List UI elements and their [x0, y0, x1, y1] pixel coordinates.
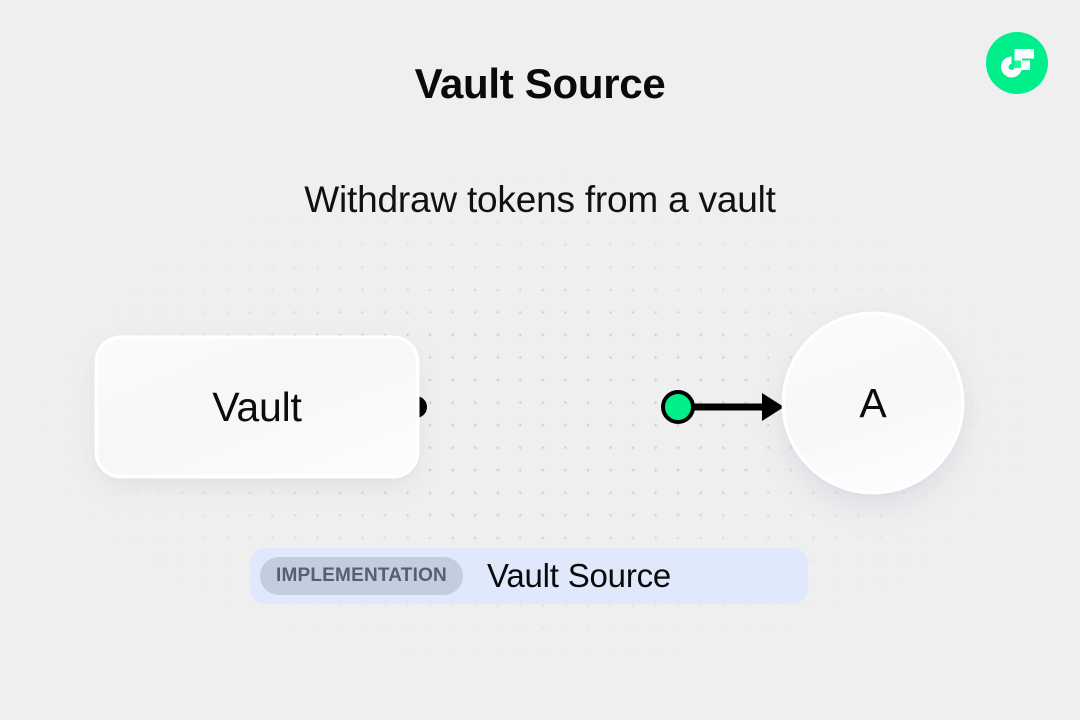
edge-arrowhead-icon: [762, 393, 784, 421]
page-title: Vault Source: [414, 60, 666, 107]
implementation-name: Vault Source: [486, 557, 672, 594]
node-vault[interactable]: Vault: [98, 339, 416, 475]
node-a-label: A: [859, 379, 887, 426]
status-badge: IMPLEMENTATION: [260, 557, 463, 595]
implementation-bar[interactable]: IMPLEMENTATION Vault Source: [250, 548, 808, 604]
node-vault-label: Vault: [212, 383, 302, 430]
edge-marker-dot: [661, 390, 695, 424]
node-a[interactable]: A: [785, 315, 961, 491]
page-subtitle: Withdraw tokens from a vault: [304, 179, 776, 220]
flow-logo-icon: [986, 32, 1048, 94]
